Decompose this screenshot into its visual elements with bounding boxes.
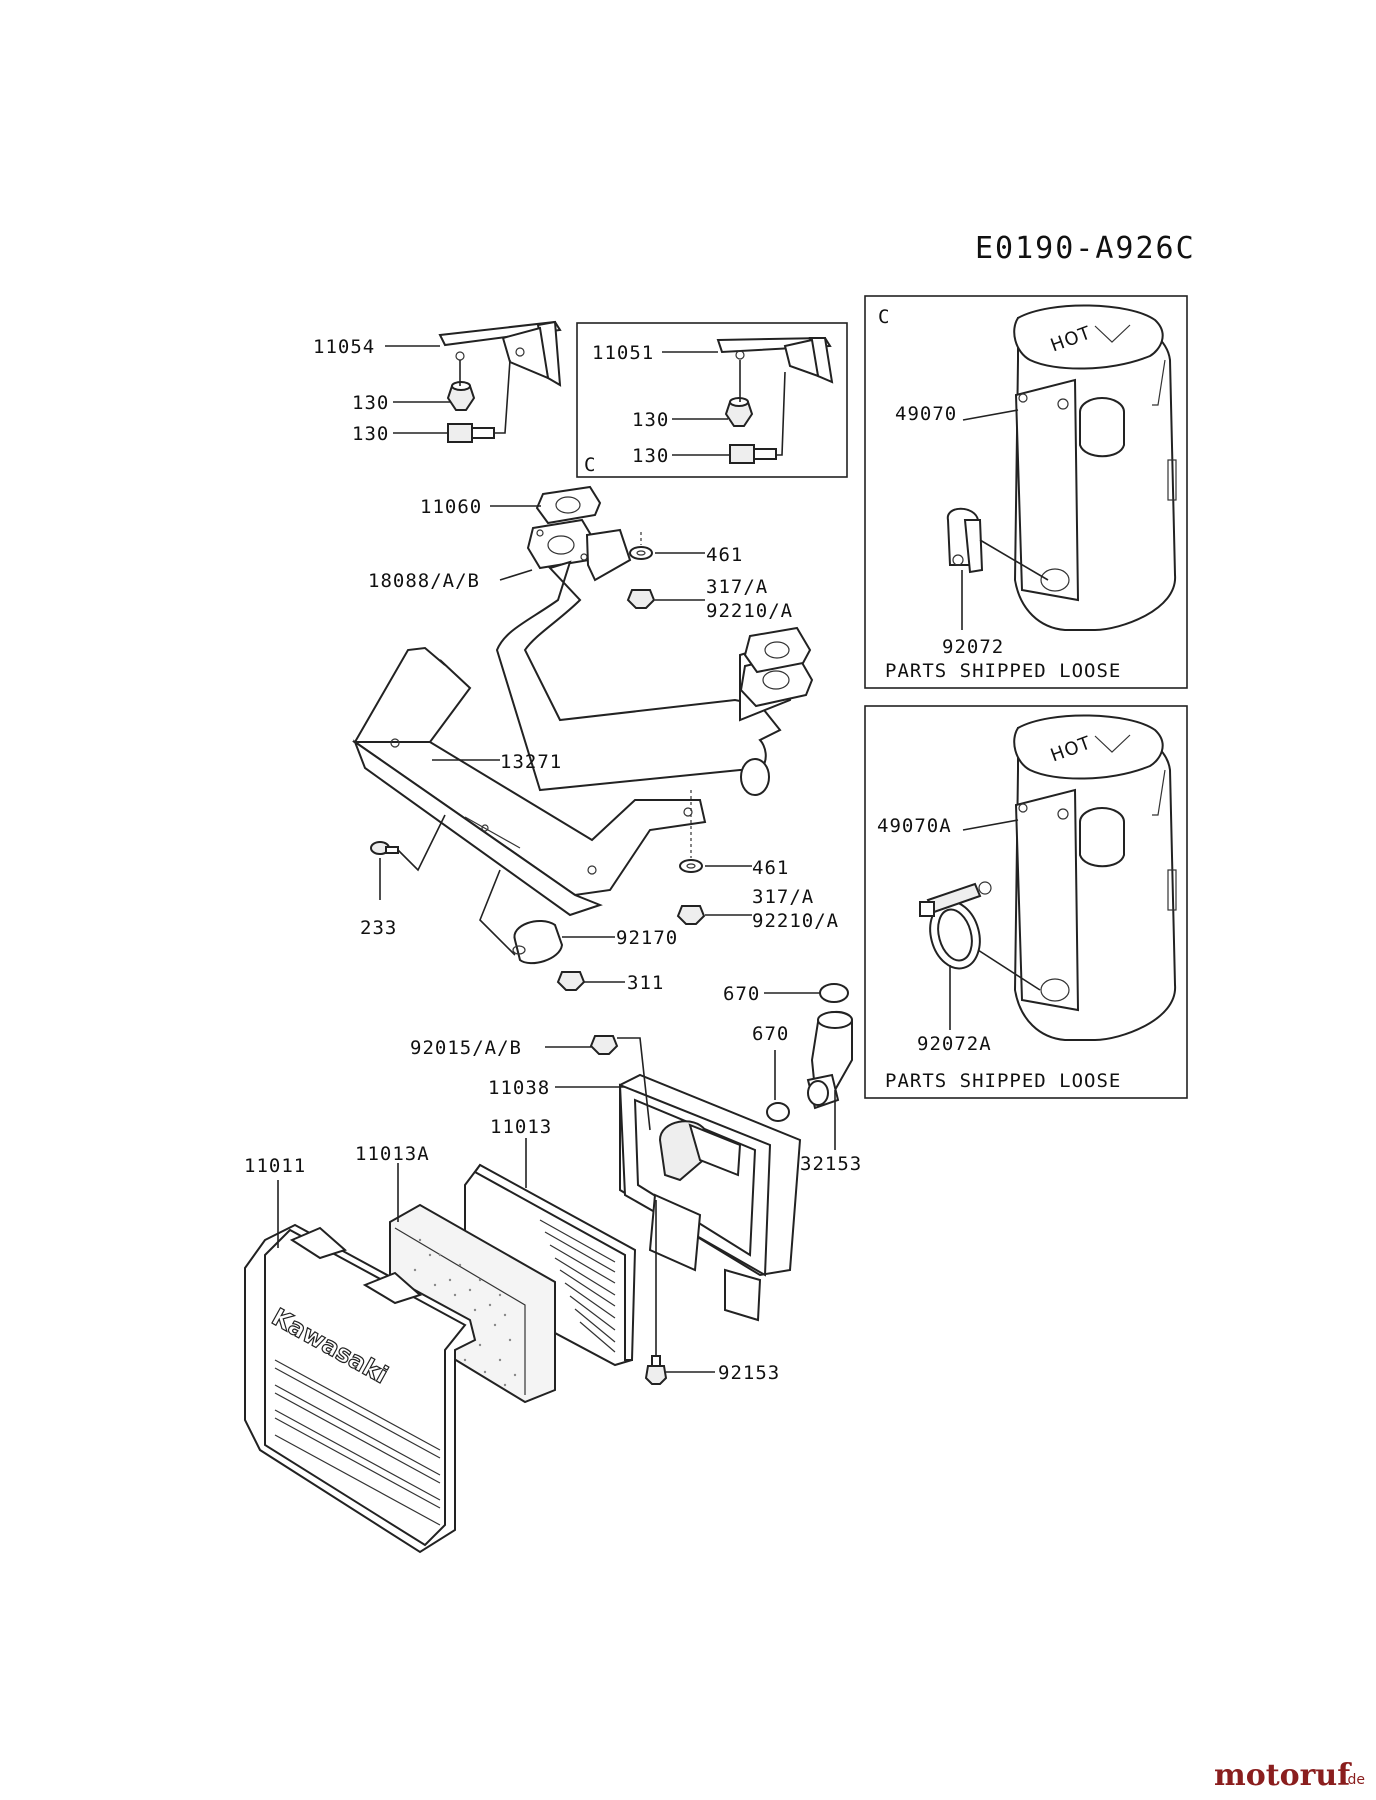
label-49070: 49070 [895,403,957,425]
heat-shield-13271 [351,646,707,917]
washer-461b [679,859,703,873]
label-11051: 11051 [592,342,654,364]
screw-92153 [644,1355,668,1385]
label-11013A: 11013A [355,1143,430,1165]
label-92210b: 92210/A [752,910,839,932]
label-92170: 92170 [616,927,678,949]
nut-92015 [589,1035,619,1055]
label-92072A: 92072A [917,1033,992,1055]
label-32153: 32153 [800,1153,862,1175]
watermark-name: motoruf [1214,1758,1352,1793]
label-317a: 317/A [706,576,768,598]
clamp-92072 [946,507,984,574]
screw-233 [370,841,399,855]
cover-11011: Kawasaki [244,1223,477,1554]
label-461a: 461 [706,544,743,566]
precleaner-11013A [389,1203,556,1404]
label-92015: 92015/A/B [410,1037,522,1059]
watermark-suffix: .de [1343,1772,1365,1788]
bolt-130c [724,397,754,427]
bracket-box-marker: C [584,454,596,476]
breather-32153 [806,1011,853,1110]
label-92210a: 92210/A [706,600,793,622]
oring-670a [819,983,849,1003]
diagram-code: E0190-A926C [975,231,1196,266]
air-cleaner-base-11038 [618,1073,802,1322]
label-670a: 670 [723,983,760,1005]
gasket-11060 [535,485,602,525]
clamp-92170 [512,920,564,965]
clamp-92072A [919,881,992,970]
label-11011: 11011 [244,1155,306,1177]
label-18088: 18088/A/B [368,570,480,592]
label-461b: 461 [752,857,789,879]
muffler-box-bottom [864,705,1188,1099]
label-11038: 11038 [488,1077,550,1099]
label-670b: 670 [752,1023,789,1045]
label-130a: 130 [352,392,389,414]
nut-311 [556,971,586,991]
muffler-box-marker: C [878,306,890,328]
label-317b: 317/A [752,886,814,908]
label-49070A: 49070A [877,815,952,837]
label-11054: 11054 [313,336,375,358]
exhaust-pipe-18088 [495,518,814,796]
label-311: 311 [627,972,664,994]
oring-670b [766,1102,790,1122]
bracket-11054 [438,320,562,387]
muffler-49070A: HOT [1013,714,1177,1041]
bolt-130d [729,444,777,464]
label-11013: 11013 [490,1116,552,1138]
washer-461a [629,546,653,560]
nut-317b [676,905,706,925]
bracket-11051 [716,336,834,384]
bracket-box-c [576,322,848,478]
note-bottom-box: PARTS SHIPPED LOOSE [885,1070,1121,1092]
note-top-box: PARTS SHIPPED LOOSE [885,660,1121,682]
label-130c: 130 [632,409,669,431]
label-11060: 11060 [420,496,482,518]
label-130d: 130 [632,445,669,467]
muffler-49070: HOT [1013,304,1177,631]
bolt-130b [447,423,495,443]
watermark-logo: motoruf .de [1214,1758,1365,1793]
label-130b: 130 [352,423,389,445]
bolt-130a [446,381,476,411]
label-233: 233 [360,917,397,939]
nut-317a [626,589,656,609]
label-13271: 13271 [500,751,562,773]
muffler-box-top [864,295,1188,689]
label-92072: 92072 [942,636,1004,658]
label-92153: 92153 [718,1362,780,1384]
